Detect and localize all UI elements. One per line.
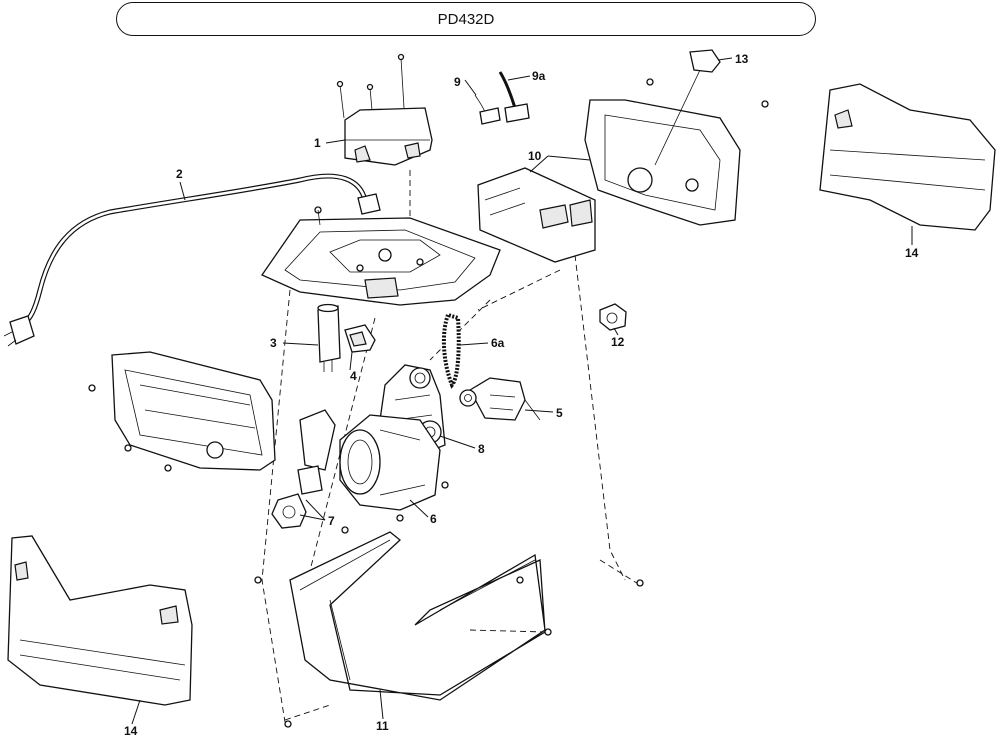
part-cover-bracket bbox=[336, 53, 433, 166]
part-wire-harnesses bbox=[474, 71, 530, 125]
callout-4: 4 bbox=[350, 369, 357, 383]
callout-3: 3 bbox=[270, 336, 277, 350]
part-end-panel bbox=[584, 99, 741, 226]
part-capacitor bbox=[317, 303, 341, 372]
callout-labels: 1 2 3 4 5 6 6a 7 8 9 9a 10 11 12 13 14 1… bbox=[124, 52, 919, 737]
part-chassis-plate bbox=[261, 206, 501, 306]
part-bottom-cover bbox=[254, 531, 644, 728]
part-small-gear bbox=[599, 303, 627, 331]
part-motor bbox=[299, 409, 449, 522]
callout-9: 9 bbox=[454, 75, 461, 89]
part-drive-belt bbox=[441, 312, 461, 389]
callout-5: 5 bbox=[556, 406, 563, 420]
part-logic-board bbox=[477, 167, 596, 263]
model-title: PD432D bbox=[437, 10, 495, 28]
part-side-plate bbox=[88, 351, 276, 472]
leader-lines bbox=[131, 57, 913, 725]
callout-9a: 9a bbox=[532, 69, 546, 83]
part-small-bracket bbox=[344, 324, 376, 353]
callout-12: 12 bbox=[611, 335, 625, 349]
callout-6a: 6a bbox=[491, 336, 505, 350]
part-power-cord bbox=[3, 173, 381, 347]
callout-13: 13 bbox=[735, 52, 749, 66]
callout-6: 6 bbox=[430, 512, 437, 526]
callout-1: 1 bbox=[314, 136, 321, 150]
callout-8: 8 bbox=[478, 442, 485, 456]
part-limit-assembly bbox=[459, 377, 541, 421]
part-sensor-assembly bbox=[271, 465, 349, 534]
model-title-box: PD432D bbox=[116, 2, 816, 36]
callout-2: 2 bbox=[176, 167, 183, 181]
callout-11: 11 bbox=[376, 719, 389, 733]
callout-7: 7 bbox=[328, 514, 335, 528]
part-lens-cover-left bbox=[7, 535, 193, 706]
callout-14-left: 14 bbox=[124, 724, 138, 737]
part-knob bbox=[646, 49, 769, 166]
part-lens-cover-right bbox=[819, 83, 996, 231]
callout-10: 10 bbox=[528, 149, 542, 163]
callout-14-right: 14 bbox=[905, 246, 919, 260]
